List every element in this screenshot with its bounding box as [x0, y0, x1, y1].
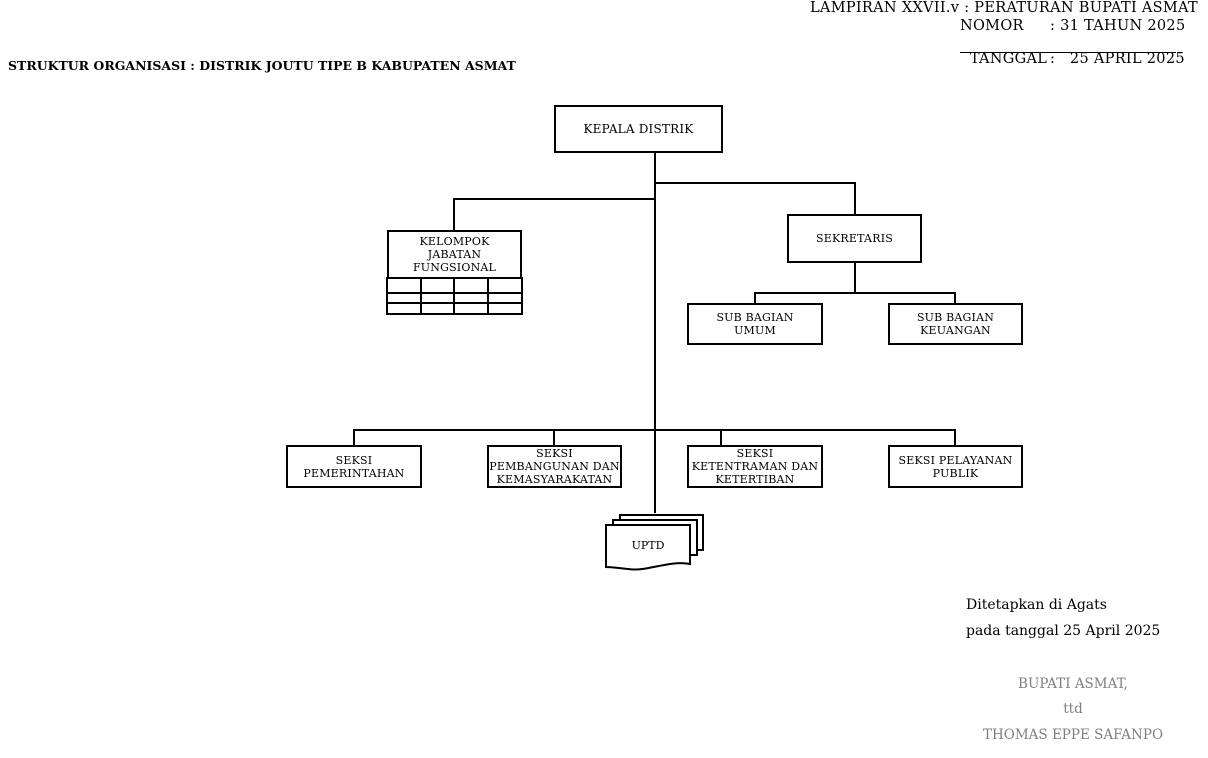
line-to-sekretaris-v — [854, 182, 856, 215]
tanggal-line: TANGGAL: 25 APRIL 2025 — [960, 35, 1185, 67]
tanggal-text: pada tanggal 25 April 2025 — [966, 623, 1161, 639]
uptd-shape: UPTD — [605, 514, 704, 571]
seksi-pemerintahan-line-2: PEMERINTAHAN — [303, 466, 405, 480]
nomor-value: : 31 TAHUN 2025 — [1050, 18, 1186, 34]
sub-keuangan-line-2: KEUANGAN — [920, 324, 991, 337]
jabatan-fungsional-grid — [386, 277, 523, 315]
seksi-pembangunan-line-3: KEMASYARAKATAN — [496, 473, 613, 486]
to-seksi-ketentraman — [720, 429, 722, 446]
kepala-distrik-box: KEPALA DISTRIK — [554, 105, 723, 153]
line-to-jabatan-v — [453, 198, 455, 231]
main-trunk — [654, 151, 656, 513]
signatory-title: BUPATI ASMAT, — [1018, 676, 1128, 692]
ttd-text: ttd — [1063, 701, 1083, 717]
seksi-pemerintahan-box: SEKSI PEMERINTAHAN — [286, 445, 422, 488]
sub-bagian-umum-box: SUB BAGIAN UMUM — [687, 303, 823, 345]
tanggal-value: : 25 APRIL 2025 — [1050, 51, 1185, 67]
sub-umum-line-2: UMUM — [734, 324, 776, 337]
page-title: STRUKTUR ORGANISASI : DISTRIK JOUTU TIPE… — [8, 58, 516, 73]
sub-bagian-keuangan-box: SUB BAGIAN KEUANGAN — [888, 303, 1023, 345]
signatory-name: THOMAS EPPE SAFANPO — [982, 727, 1164, 743]
to-seksi-pemerintahan — [353, 429, 355, 446]
kepala-distrik-label: KEPALA DISTRIK — [583, 121, 694, 136]
sub-umum-line-1: SUB BAGIAN — [716, 311, 794, 324]
sekretaris-down — [854, 261, 856, 293]
seksi-pelayanan-box: SEKSI PELAYANAN PUBLIK — [888, 445, 1023, 488]
subbagian-bus — [754, 292, 956, 294]
tanggal-label: TANGGAL — [969, 51, 1048, 67]
seksi-pemerintahan-line-1: SEKSI — [335, 453, 373, 467]
seksi-ketentraman-box: SEKSI KETENTRAMAN DAN KETERTIBAN — [687, 445, 823, 488]
line-to-jabatan-h — [453, 198, 656, 200]
lampiran-line: LAMPIRAN XXVII.v : PERATURAN BUPATI ASMA… — [810, 0, 1198, 16]
jabatan-fungsional-line-3: FUNGSIONAL — [412, 261, 497, 274]
line-to-sekretaris-h — [654, 182, 856, 184]
sekretaris-label: SEKRETARIS — [816, 232, 893, 245]
seksi-ketentraman-line-1: SEKSI — [736, 447, 774, 460]
seksi-bus — [353, 429, 956, 431]
uptd-label: UPTD — [632, 539, 665, 552]
seksi-pelayanan-line-2: PUBLIK — [932, 466, 979, 480]
seksi-ketentraman-line-2: KETENTRAMAN DAN — [691, 460, 819, 473]
nomor-label: NOMOR — [960, 18, 1024, 34]
sub-keuangan-line-1: SUB BAGIAN — [916, 311, 995, 324]
seksi-ketentraman-line-3: KETERTIBAN — [715, 473, 795, 486]
ditetapkan-text: Ditetapkan di Agats — [966, 597, 1107, 613]
seksi-pembangunan-line-2: PEMBANGUNAN DAN — [489, 460, 620, 473]
seksi-pelayanan-line-1: SEKSI PELAYANAN — [898, 453, 1013, 467]
jabatan-fungsional-box: KELOMPOK JABATAN FUNGSIONAL — [387, 230, 522, 279]
jabatan-fungsional-line-1: KELOMPOK — [419, 235, 490, 248]
sekretaris-box: SEKRETARIS — [787, 214, 922, 263]
to-sub-umum — [754, 292, 756, 304]
to-sub-keuangan — [954, 292, 956, 304]
jabatan-fungsional-line-2: JABATAN — [427, 248, 482, 261]
seksi-pembangunan-box: SEKSI PEMBANGUNAN DAN KEMASYARAKATAN — [487, 445, 622, 488]
to-seksi-pelayanan — [954, 429, 956, 446]
to-seksi-pembangunan — [553, 429, 555, 446]
seksi-pembangunan-line-1: SEKSI — [536, 447, 573, 460]
